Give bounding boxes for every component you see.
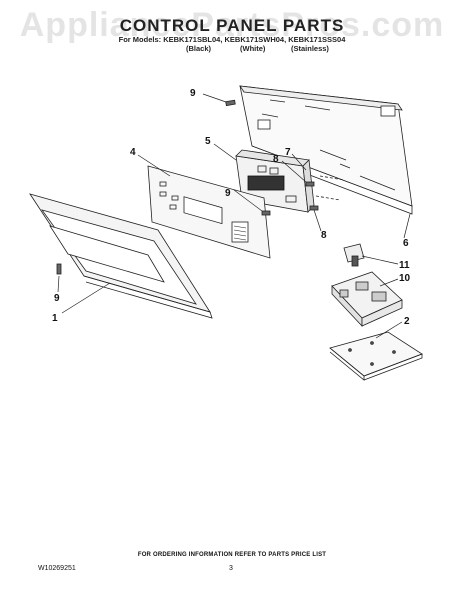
page-number: 3 [229,565,233,572]
callout-2: 2 [404,316,410,327]
callout-5: 5 [205,136,211,147]
callout-8-lower: 8 [321,230,327,241]
variant-white: (White) [240,44,266,53]
callout-1: 1 [52,313,58,324]
callout-10: 10 [399,273,411,284]
variant-black: (Black) [186,44,212,53]
watermark: AppliancePartsPros.com [19,6,445,44]
variant-stainless: (Stainless) [291,44,329,53]
callout-7: 7 [285,147,291,158]
callout-6: 6 [403,238,409,249]
part-11-clip [343,243,365,267]
document-number: W10269251 [38,565,76,572]
page-title: CONTROL PANEL PARTS [119,16,345,35]
leader-lines [57,93,411,339]
callout-9-top: 9 [190,88,196,99]
model-list: For Models: KEBK171SBL04, KEBK171SWH04, … [118,35,346,44]
screw-parts [56,99,319,275]
part-4-control-overlay [147,165,271,259]
part-6-bracket [239,85,413,215]
callout-8-upper: 8 [273,154,279,165]
part-10-control-board [331,271,403,328]
callout-11: 11 [399,260,410,271]
callout-9-middle: 9 [225,188,231,199]
part-1-front-trim [29,193,213,319]
callout-9-left: 9 [54,293,60,304]
ordering-note: FOR ORDERING INFORMATION REFER TO PARTS … [137,552,327,558]
part-2-cover-plate [329,331,423,381]
callout-4: 4 [130,147,136,158]
